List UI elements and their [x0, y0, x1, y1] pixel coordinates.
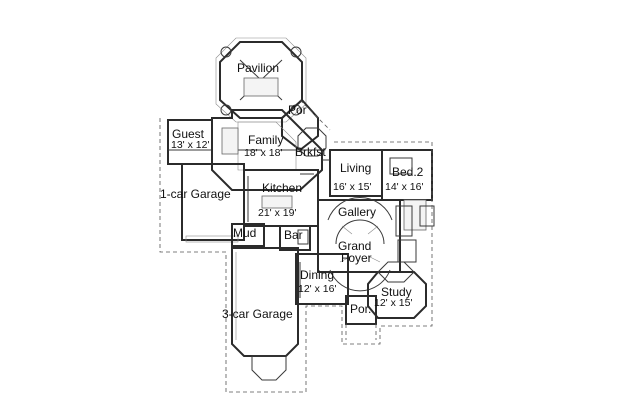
garage1-label: 1-car Garage	[160, 187, 231, 201]
dining-size: 12' x 16'	[298, 283, 336, 295]
garage3-label: 3-car Garage	[222, 307, 293, 321]
setback-outline	[159, 118, 433, 393]
dining-label: Dining	[300, 268, 334, 282]
family-label: Family	[248, 133, 283, 147]
porch-front-structure	[345, 295, 377, 340]
kitchen-size: 21' x 19'	[258, 207, 296, 219]
garage3-structure	[231, 247, 299, 381]
grand-foyer-label: Grand	[338, 239, 371, 253]
living-label: Living	[340, 161, 371, 175]
dining-structure	[295, 253, 349, 305]
porch-front-label: Por.	[350, 302, 371, 316]
family-size: 18' x 18'	[244, 147, 282, 159]
kitchen-label: Kitchen	[262, 181, 302, 195]
gallery-label: Gallery	[338, 205, 376, 219]
porch-top-structure	[281, 98, 331, 152]
grand-foyer-label-2: Foyer	[341, 251, 372, 265]
pavilion-label: Pavilion	[237, 61, 279, 75]
study-label: Study	[381, 285, 412, 299]
bed2-label: Bed.2	[392, 165, 424, 179]
guest-size: 13' x 12'	[171, 139, 209, 151]
bed2-size: 14' x 16'	[385, 181, 423, 193]
mud-label: Mud	[233, 226, 256, 240]
guest-label: Guest	[172, 127, 205, 141]
study-size: 12' x 15'	[374, 297, 412, 309]
brkfst-label: Brkfst	[295, 145, 326, 159]
family-wing-structure	[211, 109, 327, 191]
bed2-structure	[381, 149, 435, 231]
porch-top-label: Por	[288, 103, 307, 117]
living-size: 16' x 15'	[333, 181, 371, 193]
study-structure	[367, 261, 427, 319]
bar-label: Bar	[284, 228, 303, 242]
mud-bar-structure	[231, 223, 311, 251]
